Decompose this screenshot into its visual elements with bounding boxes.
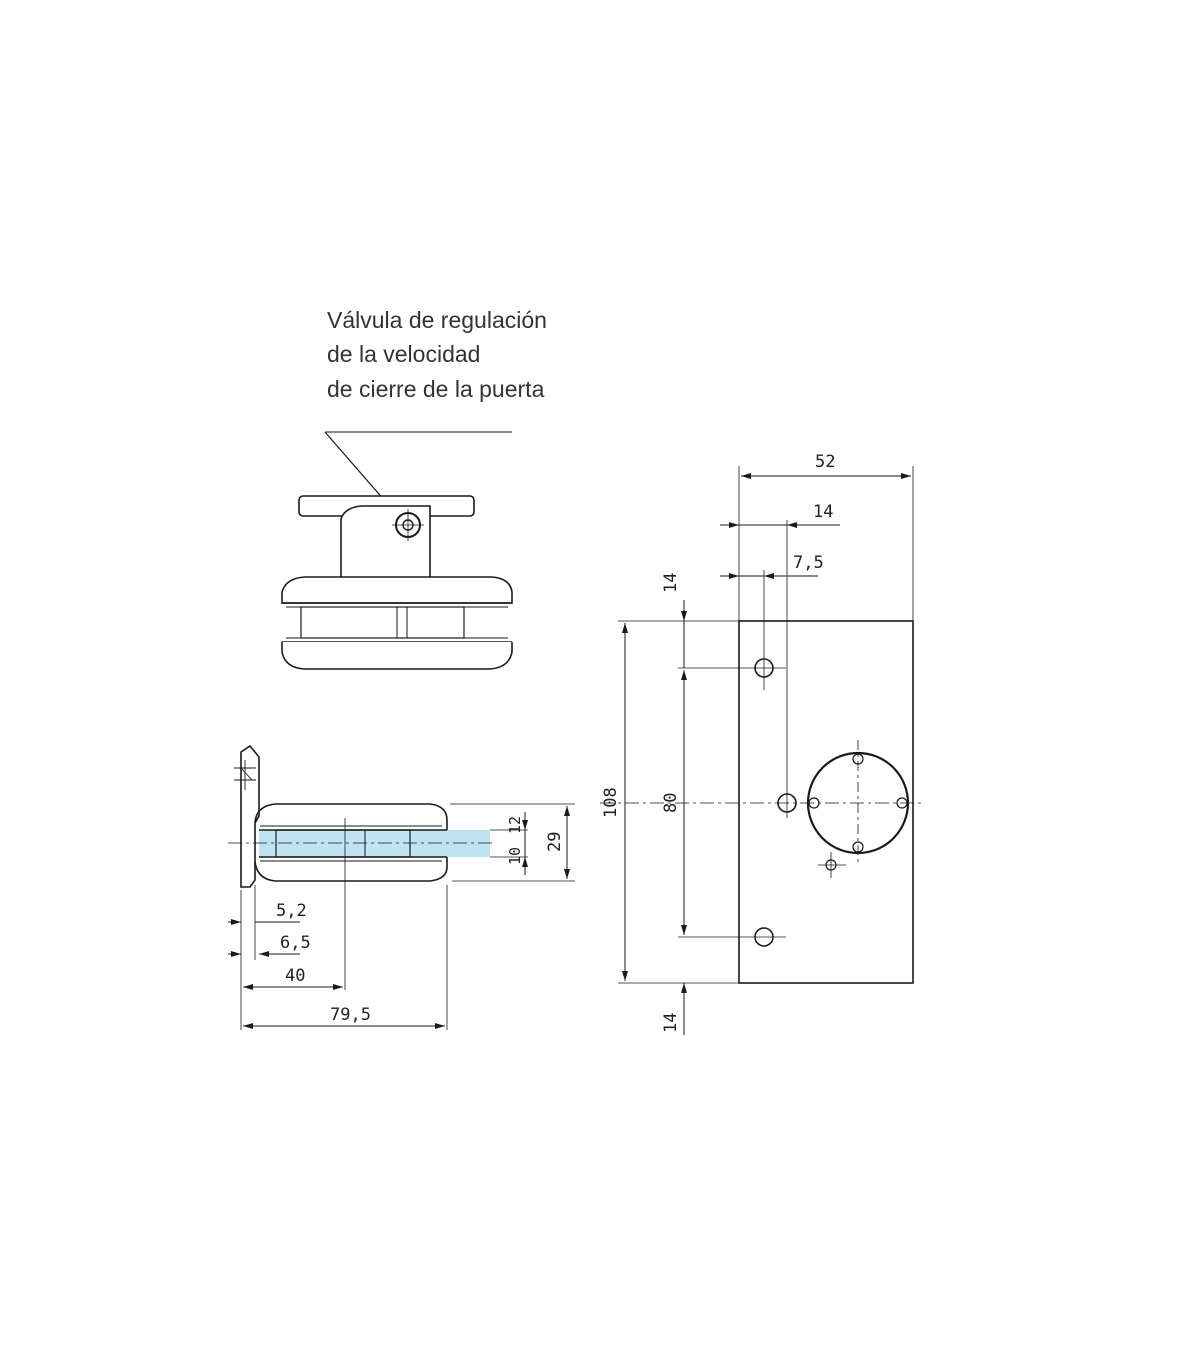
top-view: [281, 431, 513, 670]
dim-10: 10: [506, 847, 524, 865]
dim-12: 12: [506, 816, 524, 834]
dim-52: 52: [815, 452, 835, 472]
glass-panel: [259, 830, 490, 857]
dim-40: 40: [285, 966, 305, 986]
dim-6-5: 6,5: [280, 933, 311, 953]
dim-5-2: 5,2: [276, 901, 307, 921]
dim-7-5: 7,5: [793, 553, 824, 573]
side-view: [228, 744, 575, 1030]
dim-108: 108: [601, 787, 621, 818]
dim-14-bottom-vertical: 14: [661, 1013, 681, 1033]
valve-label-line2: de la velocidad: [327, 341, 481, 367]
dim-79-5: 79,5: [330, 1005, 371, 1025]
dim-80: 80: [661, 793, 681, 813]
valve-label-line3: de cierre de la puerta: [327, 376, 545, 402]
valve-label-line1: Válvula de regulación: [327, 307, 547, 333]
front-view: [600, 466, 925, 1035]
dim-29: 29: [545, 832, 565, 852]
dim-14-horizontal: 14: [813, 502, 833, 522]
dim-14-top-vertical: 14: [661, 573, 681, 593]
